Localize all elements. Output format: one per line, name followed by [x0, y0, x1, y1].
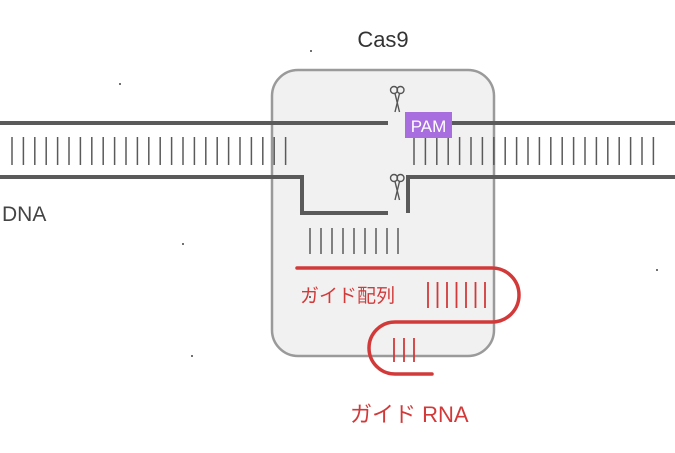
- pam-box: [405, 112, 452, 138]
- guide-rna-loop-bases: [393, 338, 415, 362]
- cas9-label: Cas9: [357, 27, 408, 52]
- dna-bottom-strand: [0, 175, 675, 215]
- background-specks: [119, 50, 658, 357]
- guide-rna-bases: [427, 282, 486, 308]
- guide-sequence-label: ガイド配列: [300, 285, 395, 307]
- pam-label: PAM: [411, 117, 447, 136]
- target-strand-bases: [309, 228, 399, 254]
- scissors-icon: [389, 85, 405, 113]
- scissors-icon: [389, 173, 405, 201]
- guide-rna-strand: [295, 266, 521, 376]
- dna-label: DNA: [2, 203, 46, 226]
- dna-base-pairs-right: [413, 137, 655, 165]
- guide-rna-label: ガイド RNA: [350, 402, 469, 427]
- dna-base-pairs-left: [11, 137, 287, 165]
